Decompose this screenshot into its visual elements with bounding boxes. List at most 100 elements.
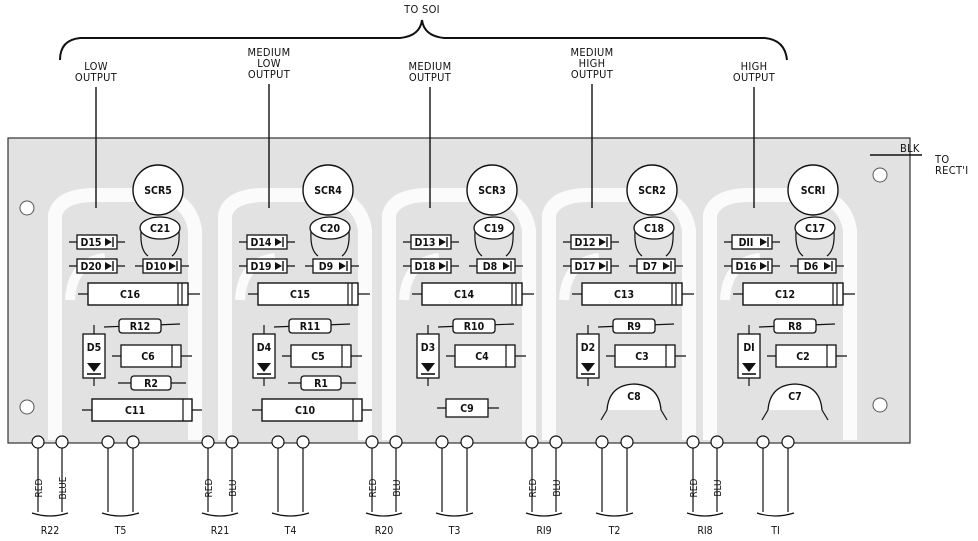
diode-label: D5 [87,342,101,354]
diode-b: D17 [563,258,619,274]
blue-wire-label: BLU [228,479,239,496]
capacitor-label: C17 [805,223,825,235]
mid-capacitor: C2 [767,344,847,368]
diode-label: D8 [483,261,497,273]
low-capacitor: C7 [761,383,829,421]
diode-c: D7 [629,258,683,274]
section-label-text: MEDIUM [571,46,614,59]
diode-a: D14 [239,234,295,250]
svg-text:BLK: BLK [900,142,920,155]
capacitor-label: C18 [644,223,664,235]
diode-b: D18 [403,258,459,274]
low-capacitor: C9 [437,398,499,418]
terminal-pad [525,435,539,449]
terminal-pad [781,435,795,449]
diode-label: D18 [415,261,436,273]
capacitor-label: C7 [788,391,802,403]
resistor-label: R12 [130,321,150,333]
diode-label: D20 [81,261,102,273]
resistor-label: RI8 [697,525,712,537]
top-capacitor: C17 [794,216,836,257]
diode-a: D13 [403,234,459,250]
resistor-b: R2 [118,375,186,391]
vertical-diode: DI [737,325,761,386]
capacitor-label: C14 [454,289,475,301]
svg-text:TO: TO [934,153,949,166]
transformer-label: TI [770,525,780,537]
red-wire-label: RED [528,479,539,498]
diode-a: D12 [563,234,619,250]
top-capacitor: C21 [139,216,181,257]
terminal-pad [460,435,474,449]
diode-b: D19 [239,258,295,274]
scr: SCR2 [626,164,678,216]
terminal-pad [549,435,563,449]
resistor-a: R11 [273,318,351,334]
diode-label: D17 [575,261,596,273]
mid-capacitor: C3 [606,344,686,368]
copper-trace [542,188,696,440]
section-label-text: OUTPUT [733,71,776,84]
top-label: TO SOI [403,3,440,16]
scr-label: SCR3 [478,185,506,197]
copper-trace [218,188,372,440]
capacitor-label: C12 [775,289,795,301]
terminal-pad [710,435,724,449]
blue-wire-label: BLU [552,479,563,496]
transformer-label: T4 [284,525,297,537]
terminal-pad [686,435,700,449]
transformer-label: T2 [608,525,621,537]
resistor-label: R20 [375,525,394,537]
terminal-pad [595,435,609,449]
section-label-text: HIGH [579,57,606,70]
top-capacitor: C19 [473,216,515,257]
scr: SCR4 [302,164,354,216]
vertical-diode: D4 [252,325,276,386]
terminal-pad [271,435,285,449]
resistor-label: R9 [627,321,641,333]
terminal-pad [435,435,449,449]
vertical-diode: D5 [82,325,106,386]
terminal-pad [389,435,403,449]
resistor-label: R11 [300,321,320,333]
terminal-pad [620,435,634,449]
capacitor-label: C9 [460,403,474,415]
diode-b: D20 [69,258,125,274]
resistor-a: R9 [597,318,675,334]
svg-text:RECT'I: RECT'I [935,164,969,177]
resistor-label: R10 [464,321,485,333]
scr-label: SCRI [801,185,826,197]
scr-label: SCR2 [638,185,666,197]
vertical-diode: D3 [416,325,440,386]
diode-a: D15 [69,234,125,250]
diode-c: D6 [790,258,844,274]
transformer-label: T3 [448,525,461,537]
terminal-pad [126,435,140,449]
resistor-label: R1 [314,378,328,390]
diode-label: D6 [804,261,819,273]
terminal-pad [225,435,239,449]
diode-label: D3 [421,342,435,354]
section-label-text: OUTPUT [571,68,614,81]
terminal-pad [296,435,310,449]
terminal-pad [55,435,69,449]
terminal-pad [201,435,215,449]
capacitor-label: C21 [150,223,170,235]
large-capacitor: C15 [248,282,370,306]
mid-capacitor: C4 [446,344,526,368]
diode-label: DI [743,342,754,354]
blue-wire-label: BLU [713,479,724,496]
mid-capacitor: C5 [282,344,362,368]
low-capacitor: C8 [600,383,668,421]
resistor-label: RI9 [536,525,551,537]
low-capacitor: C10 [252,398,372,422]
capacitor-label: C20 [320,223,341,235]
